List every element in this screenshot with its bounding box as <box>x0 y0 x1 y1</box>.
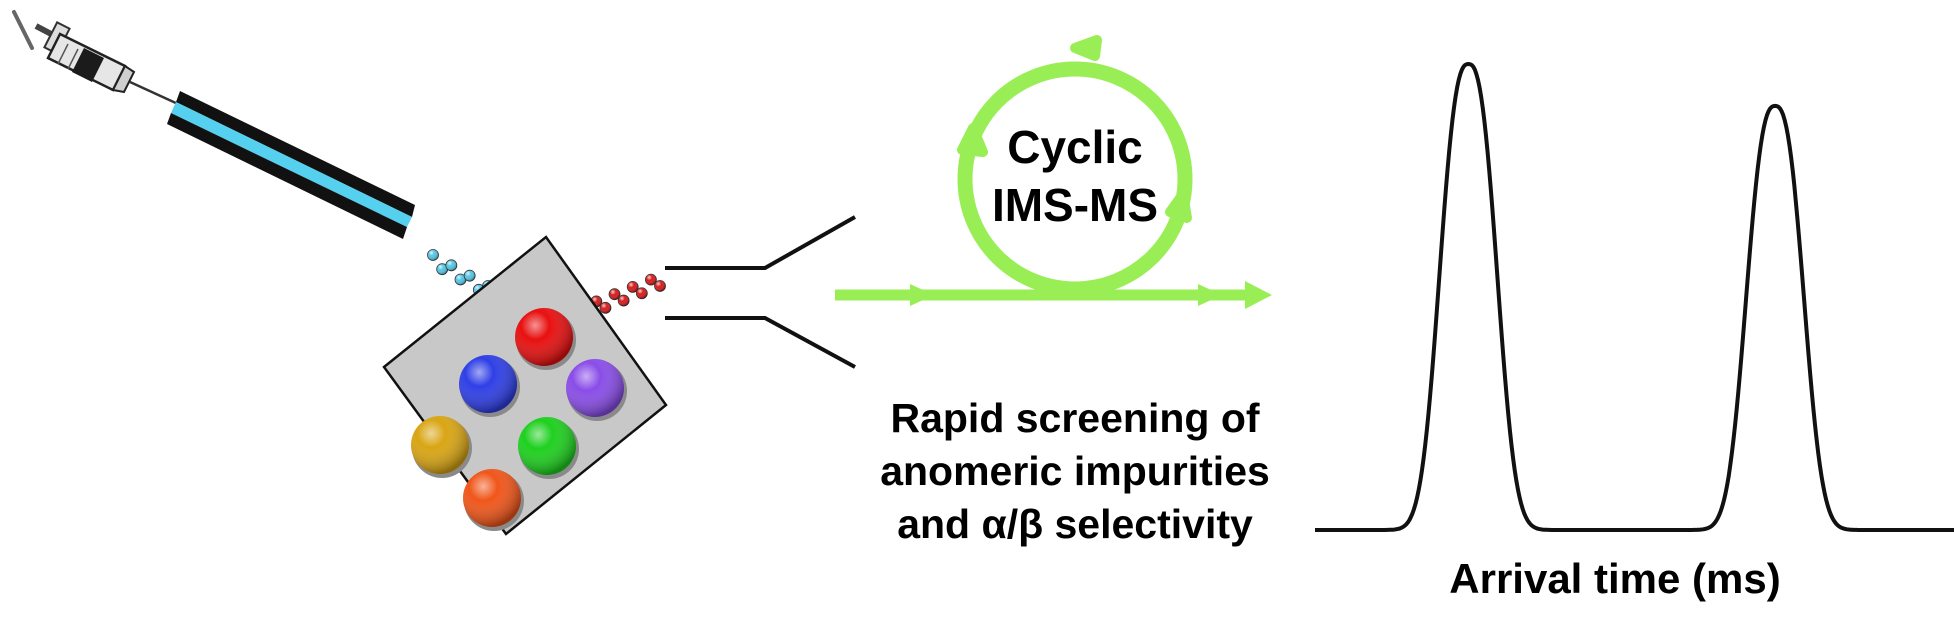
well-plate <box>382 235 668 536</box>
syringe-icon <box>12 10 179 106</box>
droplet-shine <box>455 274 466 285</box>
droplet-shine <box>436 263 448 275</box>
droplet-shine <box>636 287 648 299</box>
well-shine <box>411 416 469 474</box>
well-shine <box>566 359 624 417</box>
well-shine <box>459 355 517 413</box>
ms-inlet <box>665 215 856 369</box>
droplet-shine <box>645 274 657 286</box>
ims-label-line2: IMS-MS <box>991 179 1159 231</box>
well-shine <box>463 469 521 527</box>
well-shine <box>518 417 576 475</box>
droplet-shine <box>599 302 611 314</box>
capillary-tube <box>167 91 415 239</box>
droplet-shine <box>609 288 621 300</box>
droplet-shine <box>464 270 476 282</box>
description-line2: anomeric impurities <box>880 448 1270 494</box>
description-text: Rapid screening of anomeric impurities a… <box>780 392 1370 551</box>
arrival-time-trace <box>1314 62 1954 532</box>
well-shine <box>515 308 573 366</box>
droplet-shine <box>618 295 630 307</box>
cyclic-ims-loop <box>835 35 1272 309</box>
ims-label-line1: Cyclic <box>1007 121 1143 173</box>
description-line1: Rapid screening of <box>890 395 1260 441</box>
droplet-shine <box>445 259 457 271</box>
x-axis-label: Arrival time (ms) <box>1449 555 1781 602</box>
droplet-shine <box>627 281 639 293</box>
description-line3: and α/β selectivity <box>897 501 1253 547</box>
droplet-shine <box>654 280 666 292</box>
droplet-shine <box>427 249 439 261</box>
